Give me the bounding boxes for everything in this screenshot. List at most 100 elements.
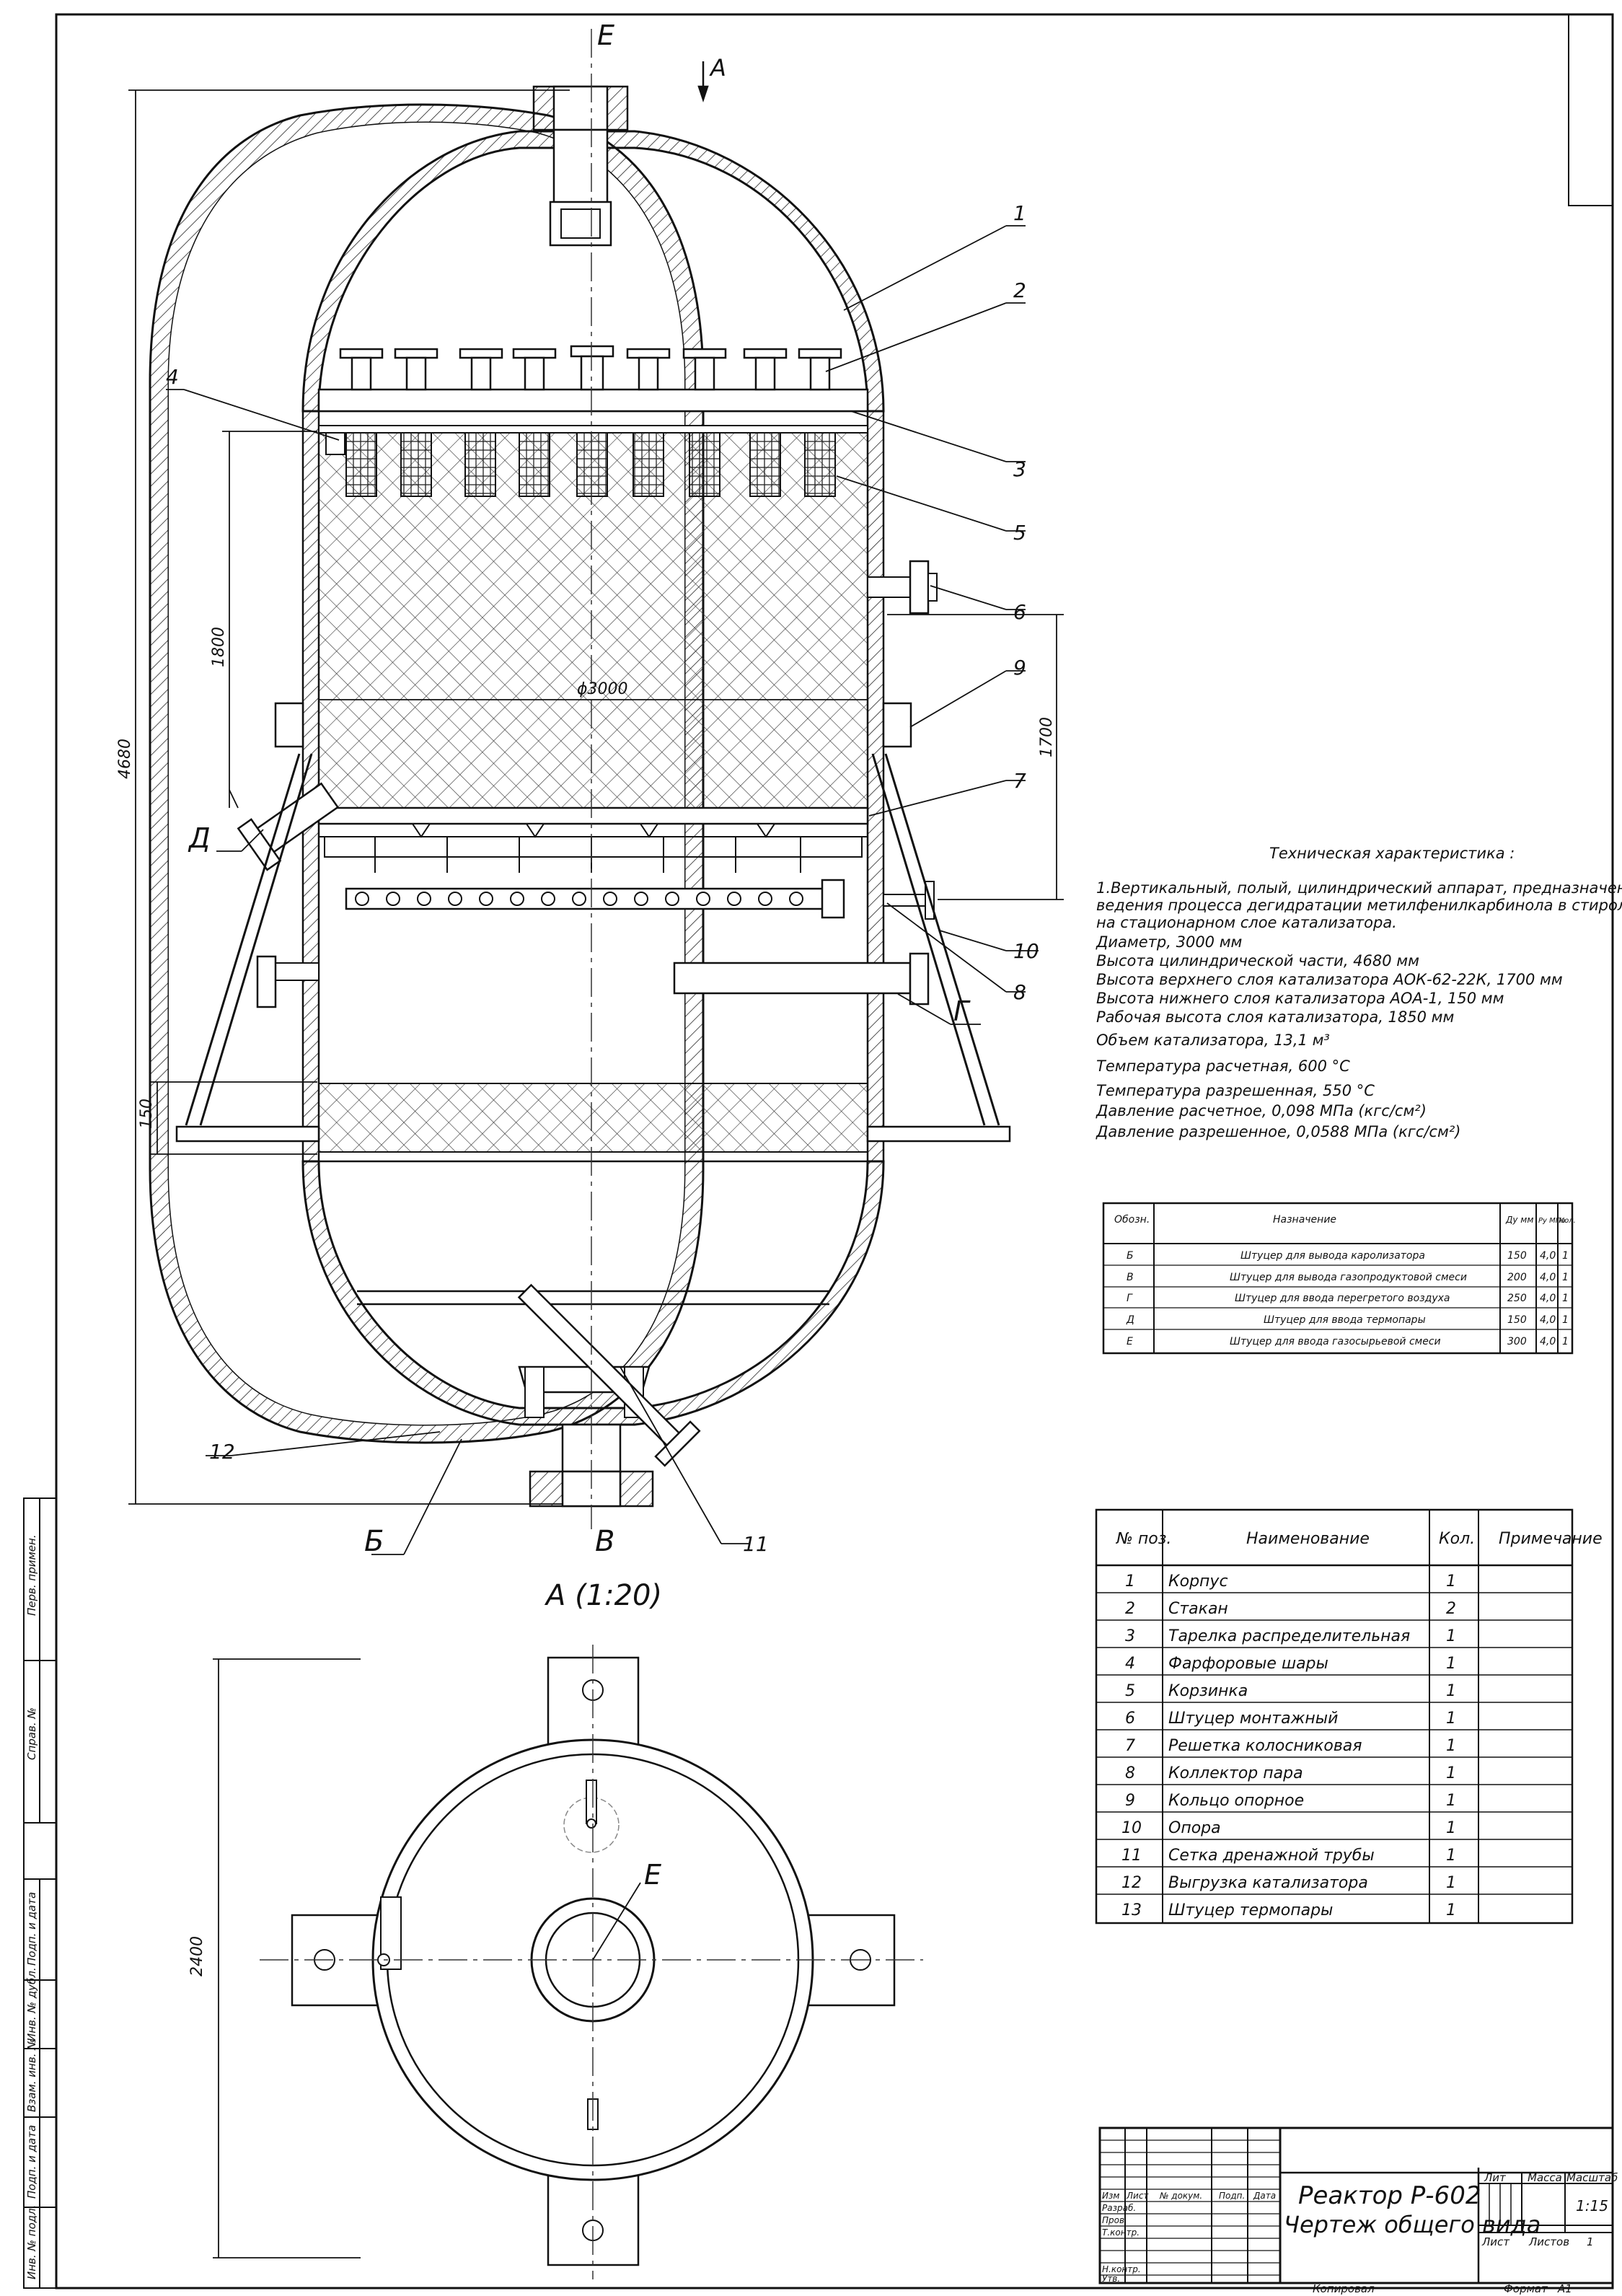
pt-r7-qty: 1	[1446, 1737, 1456, 1755]
label-top-nozzle: Е	[597, 19, 614, 51]
nz-r2-c2: Штуцер для вывода газопродуктовой смеси	[1230, 1272, 1467, 1283]
nz-r1-c2: Штуцер для вывода каролизатора	[1240, 1250, 1425, 1262]
nz-r3-c4: 4,0	[1540, 1293, 1556, 1304]
pt-r4-pos: 4	[1125, 1655, 1135, 1673]
pt-h-4: Примечание	[1499, 1530, 1603, 1548]
tb-copied: Копировал	[1313, 2282, 1375, 2295]
pt-r3-name: Тарелка распределительная	[1168, 1627, 1410, 1645]
callout-4: 4	[166, 365, 179, 389]
side-label-2: Справ. №	[25, 1707, 38, 1760]
dim-lower-bed: 150	[138, 1099, 156, 1129]
pt-r12-qty: 1	[1446, 1874, 1456, 1892]
spec-line-13: Давление разрешенное, 0,0588 МПа (кгс/см…	[1096, 1123, 1460, 1140]
pt-r2-name: Стакан	[1168, 1600, 1228, 1618]
section-arrow	[697, 61, 709, 102]
pt-r6-qty: 1	[1446, 1710, 1456, 1728]
tb-row-date: Дата	[1253, 2191, 1276, 2201]
callout-8: 8	[1013, 980, 1026, 1004]
pt-h-2: Наименование	[1246, 1530, 1370, 1548]
nz-r2-c5: 1	[1562, 1272, 1569, 1283]
pt-r12-name: Выгрузка катализатора	[1168, 1874, 1368, 1892]
spec-line-4: Диаметр, 3000 мм	[1096, 933, 1243, 951]
nz-r1-c3: 150	[1507, 1250, 1527, 1262]
cups	[339, 345, 842, 391]
callout-2: 2	[1013, 278, 1026, 302]
nz-r5-c1: Е	[1127, 1336, 1133, 1347]
pt-r4-qty: 1	[1446, 1655, 1456, 1673]
label-section-arrow: А	[709, 54, 726, 82]
pt-r6-pos: 6	[1125, 1710, 1135, 1728]
side-label-4: Инв. № дубл.	[25, 1967, 38, 2041]
tb-row-sign: Подп.	[1219, 2191, 1245, 2201]
dim-top-view: 2400	[188, 1936, 206, 1976]
pt-r11-qty: 1	[1446, 1847, 1456, 1865]
baskets	[345, 432, 836, 497]
callout-10: 10	[1013, 939, 1039, 963]
nz-r4-c3: 150	[1507, 1314, 1527, 1326]
spec-line-7: Высота нижнего слоя катализатора АОА-1, …	[1096, 990, 1504, 1007]
side-label-1: Перв. примен.	[25, 1534, 38, 1616]
pt-h-1: № поз.	[1116, 1530, 1171, 1548]
nz-r5-c5: 1	[1562, 1336, 1569, 1347]
pt-r8-qty: 1	[1446, 1764, 1456, 1782]
dim-right: 1700	[1038, 717, 1056, 757]
callout-11: 11	[743, 1532, 769, 1556]
pt-r8-name: Коллектор пара	[1168, 1764, 1303, 1782]
spec-line-10: Температура расчетная, 600 °С	[1096, 1057, 1350, 1075]
pt-r5-qty: 1	[1446, 1682, 1456, 1700]
pt-r10-pos: 10	[1121, 1819, 1142, 1837]
tb-sheets-label: Листов	[1528, 2235, 1569, 2248]
nz-r2-c4: 4,0	[1540, 1272, 1556, 1283]
nz-r1-c4: 4,0	[1540, 1250, 1556, 1262]
spec-line-5: Высота цилиндрической части, 4680 мм	[1096, 952, 1419, 969]
tb-scale-label: Масштаб	[1566, 2171, 1618, 2184]
spec-line-12: Давление расчетное, 0,098 МПа (кгс/см²)	[1096, 1102, 1427, 1120]
callout-6: 6	[1013, 600, 1026, 624]
callout-1: 1	[1013, 201, 1026, 225]
pt-r5-pos: 5	[1125, 1682, 1135, 1700]
nz-h-3: Ду мм	[1505, 1215, 1533, 1225]
pt-r11-name: Сетка дренажной трубы	[1168, 1847, 1375, 1865]
pt-r9-name: Кольцо опорное	[1168, 1792, 1304, 1810]
label-side-nozzle-g: Г	[953, 995, 971, 1027]
pt-r10-name: Опора	[1168, 1819, 1221, 1837]
tb-role-3: Т.контр.	[1102, 2227, 1140, 2238]
spec-heading: Техническая характеристика :	[1269, 845, 1515, 862]
pt-r13-pos: 13	[1121, 1901, 1142, 1919]
pt-r3-pos: 3	[1125, 1627, 1135, 1645]
spec-line-2: ведения процесса дегидратации метилфенил…	[1096, 897, 1622, 914]
spec-line-11: Температура разрешенная, 550 °С	[1096, 1082, 1375, 1099]
spec-block: Техническая характеристика : 1.Вертикаль…	[1096, 845, 1622, 1140]
parts-table-text: № поз. Наименование Кол. Примечание 1 Ко…	[1116, 1530, 1603, 1919]
spec-line-8: Рабочая высота слоя катализатора, 1850 м…	[1096, 1008, 1455, 1026]
title-block-text: Реактор Р-602 Чертеж общего вида Лит Мас…	[1102, 2171, 1618, 2295]
nz-h-4: Ру МПа	[1538, 1217, 1565, 1225]
callout-12: 12	[209, 1440, 235, 1464]
pt-r7-name: Решетка колосниковая	[1168, 1737, 1362, 1755]
pt-r9-qty: 1	[1446, 1792, 1456, 1810]
pt-r8-pos: 8	[1125, 1764, 1135, 1782]
drawing-name: Реактор Р-602	[1298, 2181, 1481, 2210]
pt-r11-pos: 11	[1121, 1847, 1142, 1865]
tb-lit: Лит	[1484, 2171, 1507, 2184]
pt-r12-pos: 12	[1121, 1874, 1142, 1892]
tb-sheets: 1	[1587, 2235, 1594, 2248]
dim-upper-bed: 1800	[210, 627, 228, 667]
callout-3: 3	[1013, 457, 1026, 481]
spec-line-3: на стационарном слое катализатора.	[1096, 914, 1397, 931]
title-block	[1098, 2126, 1614, 2284]
spec-line-9: Объем катализатора, 13,1 м³	[1096, 1032, 1330, 1049]
spec-line-6: Высота верхнего слоя катализатора АОК-62…	[1096, 971, 1563, 988]
callouts: 1 2 3 4 5 6 9 7 10 8 11 12	[166, 201, 1039, 1556]
callout-leaders	[166, 225, 1039, 1544]
parts-table	[1095, 1508, 1574, 1925]
tb-scale: 1:15	[1576, 2197, 1608, 2214]
nz-r5-c3: 300	[1507, 1336, 1527, 1347]
tb-role-6: Утв.	[1102, 2274, 1120, 2284]
tb-format-label: Формат	[1504, 2282, 1548, 2295]
side-label-3: Подп. и дата	[25, 1892, 38, 1966]
side-stamp	[23, 1497, 57, 2289]
nz-r5-c4: 4,0	[1540, 1336, 1556, 1347]
tb-role-5: Н.контр.	[1102, 2264, 1141, 2274]
spec-line-1: 1.Вертикальный, полый, цилиндрический ап…	[1096, 879, 1622, 897]
